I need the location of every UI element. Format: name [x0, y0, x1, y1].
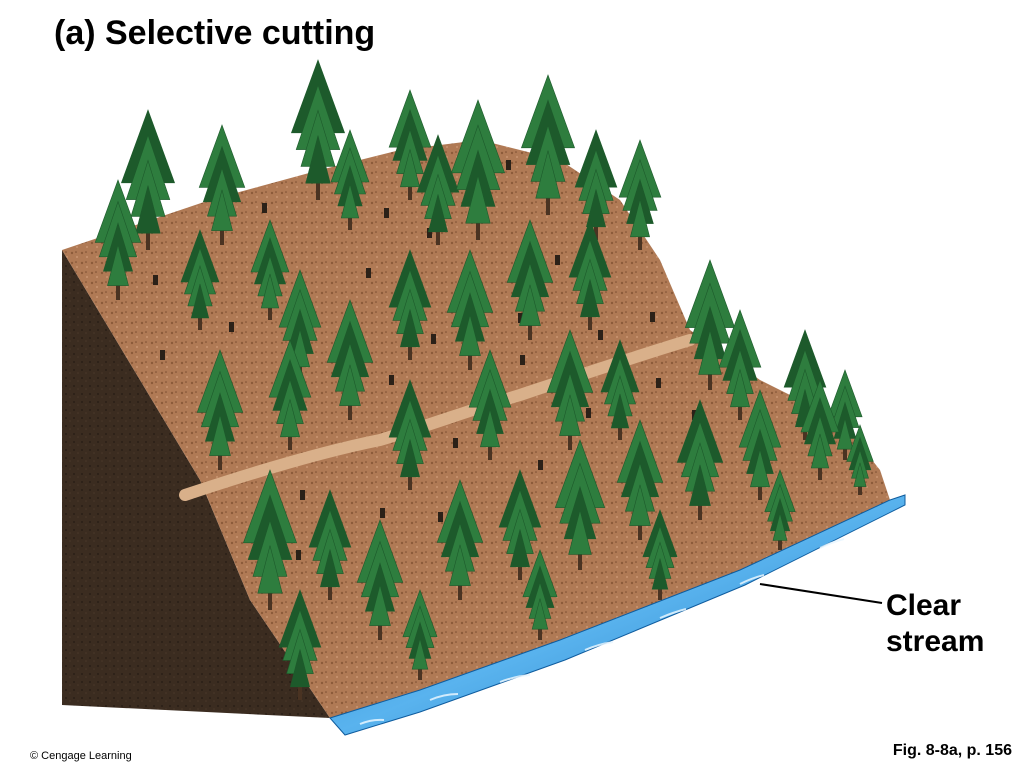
- conifer-tree: [618, 139, 662, 250]
- conifer-tree: [738, 389, 782, 500]
- conifer-tree: [616, 419, 664, 540]
- conifer-trees: [94, 59, 874, 700]
- figure-reference: Fig. 8-8a, p. 156: [892, 742, 1012, 759]
- conifer-tree: [546, 329, 594, 450]
- conifer-tree: [416, 134, 460, 245]
- conifer-tree: [800, 379, 840, 480]
- conifer-tree: [388, 249, 432, 360]
- conifer-tree: [846, 424, 874, 495]
- conifer-tree: [180, 229, 220, 330]
- conifer-tree: [764, 469, 796, 550]
- conifer-tree: [498, 469, 542, 580]
- conifer-tree: [554, 439, 606, 570]
- conifer-tree: [278, 589, 322, 700]
- callout-leader-line: [759, 583, 883, 604]
- conifer-tree: [436, 479, 484, 600]
- conifer-tree: [468, 349, 512, 460]
- conifer-tree: [568, 219, 612, 330]
- figure-title: (a) Selective cutting: [54, 14, 376, 52]
- clear-stream-label-line2: stream: [886, 625, 985, 658]
- conifer-tree: [308, 489, 352, 600]
- conifer-tree: [718, 309, 762, 420]
- conifer-tree: [120, 109, 176, 250]
- conifer-tree: [290, 59, 346, 200]
- clear-stream: [329, 494, 906, 736]
- logging-road: [179, 334, 696, 501]
- clear-stream-label-line1: Clear: [886, 589, 962, 622]
- conifer-tree: [242, 469, 298, 610]
- conifer-tree: [94, 179, 142, 300]
- conifer-tree: [684, 259, 736, 390]
- conifer-tree: [402, 589, 438, 680]
- soil-cross-section: [62, 250, 330, 718]
- conifer-tree: [827, 369, 863, 460]
- conifer-tree: [522, 549, 558, 640]
- conifer-tree: [326, 299, 374, 420]
- copyright-credit: © Cengage Learning: [30, 750, 132, 762]
- conifer-tree: [506, 219, 554, 340]
- conifer-tree: [600, 339, 640, 440]
- conifer-tree: [388, 89, 432, 200]
- conifer-tree: [676, 399, 724, 520]
- conifer-tree: [196, 349, 244, 470]
- conifer-tree: [198, 124, 246, 245]
- conifer-tree: [642, 509, 678, 600]
- conifer-tree: [250, 219, 290, 320]
- conifer-tree: [330, 129, 370, 230]
- stream-ripples: [359, 538, 845, 725]
- conifer-tree: [268, 339, 312, 450]
- clear-stream-label: Clear stream: [886, 588, 984, 660]
- conifer-tree: [450, 99, 506, 240]
- conifer-tree: [574, 129, 618, 240]
- conifer-tree: [520, 74, 576, 215]
- conifer-tree: [446, 249, 494, 370]
- conifer-tree: [388, 379, 432, 490]
- conifer-tree: [356, 519, 404, 640]
